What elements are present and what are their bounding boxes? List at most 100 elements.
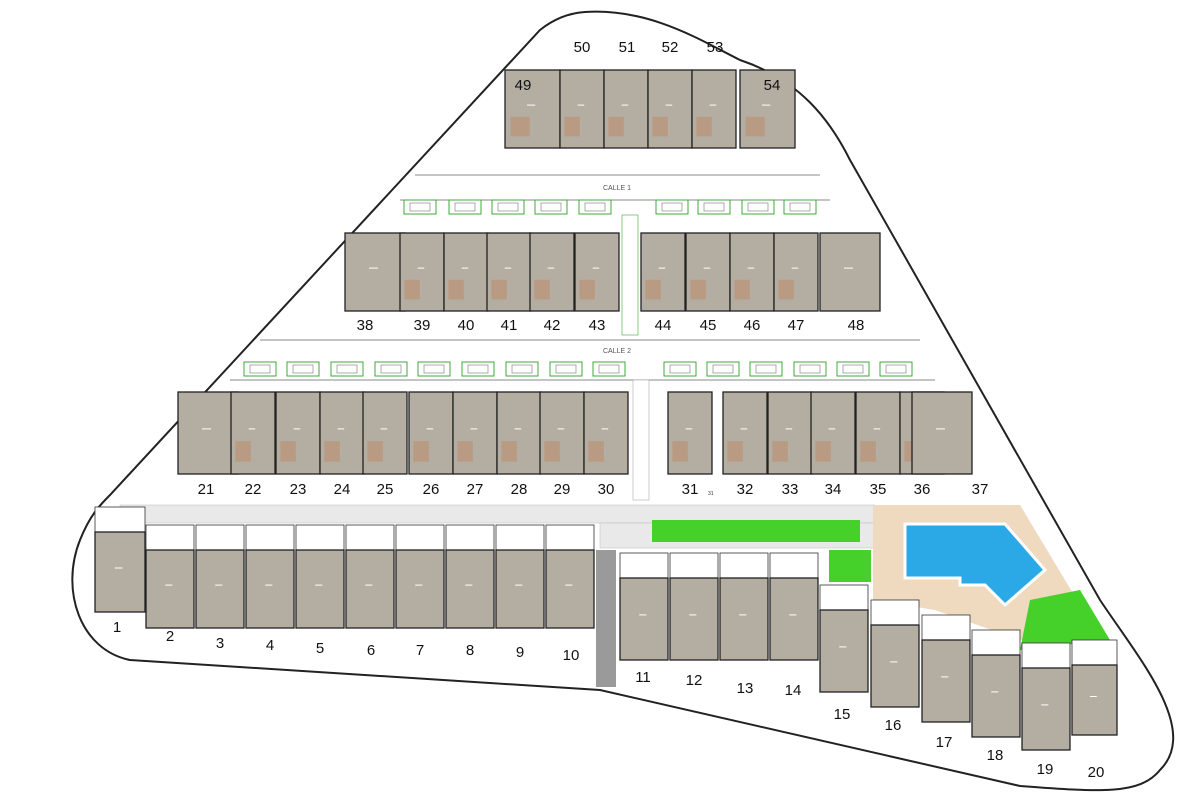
green-patch	[829, 550, 871, 582]
car-icon	[336, 364, 358, 374]
lot-number: 38	[357, 317, 374, 334]
car-icon	[380, 364, 402, 374]
parking-space	[697, 199, 731, 215]
building-footprint	[495, 549, 545, 629]
patio	[1021, 642, 1071, 669]
building-footprint	[345, 549, 395, 629]
lot-number: 13	[737, 680, 754, 697]
car-icon	[747, 202, 769, 212]
parking-space	[243, 361, 277, 377]
lot-number: 54	[764, 77, 781, 94]
building-footprint	[245, 549, 295, 629]
lot-number: 39	[414, 317, 431, 334]
lot-number: 6	[367, 642, 375, 659]
terrace	[413, 441, 429, 462]
patio	[395, 524, 445, 551]
lot-33: 33	[767, 391, 813, 498]
lot-20: 20	[1071, 664, 1118, 781]
parking-space	[783, 199, 817, 215]
terrace	[860, 441, 876, 462]
lot-30: 30	[583, 391, 629, 498]
lot-51: 51	[603, 39, 649, 149]
patio	[619, 552, 669, 579]
lot-37: 37	[911, 391, 989, 498]
building-footprint	[669, 577, 719, 661]
patio	[545, 524, 595, 551]
lot-4: 4	[245, 549, 295, 654]
lot-29: 29	[539, 391, 585, 498]
building-footprint	[1071, 664, 1118, 736]
terrace	[815, 441, 831, 462]
car-icon	[454, 202, 476, 212]
patio	[345, 524, 395, 551]
lot-14: 14	[769, 577, 819, 699]
lot-44: 44	[640, 232, 686, 334]
lot-39: 39	[399, 232, 445, 334]
lot-52: 52	[647, 39, 693, 149]
parking-space	[741, 199, 775, 215]
patio	[870, 599, 920, 626]
pedestrian-path	[632, 379, 650, 501]
patio	[921, 614, 971, 641]
building-footprint	[395, 549, 445, 629]
building-footprint	[619, 577, 669, 661]
lot-number: 37	[972, 481, 989, 498]
lot-number: 33	[782, 481, 799, 498]
lot-number: 30	[598, 481, 615, 498]
parking-space	[655, 199, 689, 215]
building-footprint	[819, 232, 881, 312]
car-icon	[755, 364, 777, 374]
lot-number: 26	[423, 481, 440, 498]
lot-number: 24	[334, 481, 351, 498]
building-footprint	[344, 232, 406, 312]
terrace	[448, 279, 464, 300]
lot-number: 50	[574, 39, 591, 56]
terrace	[544, 441, 560, 462]
patio	[971, 629, 1021, 656]
lot-31-sublabel: 31	[708, 491, 714, 497]
lot-15: 15	[819, 609, 869, 723]
terrace	[280, 441, 296, 462]
parking-space	[706, 361, 740, 377]
terrace	[652, 116, 668, 137]
car-icon	[467, 364, 489, 374]
lot-35: 35	[855, 391, 901, 498]
building-footprint	[971, 654, 1021, 738]
lot-42: 42	[529, 232, 575, 334]
lot-1: 1	[94, 531, 146, 636]
car-icon	[789, 202, 811, 212]
lot-25: 25	[362, 391, 408, 498]
lot-41: 41	[486, 232, 532, 334]
building-footprint	[921, 639, 971, 723]
terrace	[501, 441, 517, 462]
patio	[819, 584, 869, 611]
car-icon	[712, 364, 734, 374]
lot-9: 9	[495, 549, 545, 661]
car-icon	[799, 364, 821, 374]
lot-7: 7	[395, 549, 445, 659]
car-icon	[409, 202, 431, 212]
parking-space	[749, 361, 783, 377]
lot-13: 13	[719, 577, 769, 697]
car-icon	[292, 364, 314, 374]
terrace	[324, 441, 340, 462]
lot-27: 27	[452, 391, 498, 498]
lot-number: 46	[744, 317, 761, 334]
lot-number: 1	[113, 619, 121, 636]
patio	[445, 524, 495, 551]
lot-number: 51	[619, 39, 636, 56]
terrace	[772, 441, 788, 462]
lot-number: 8	[466, 642, 474, 659]
lot-43: 43	[574, 232, 620, 334]
lot-26: 26	[408, 391, 454, 498]
lot-number: 35	[870, 481, 887, 498]
patio	[295, 524, 345, 551]
parking-space	[461, 361, 495, 377]
lot-number: 48	[848, 317, 865, 334]
car-icon	[584, 202, 606, 212]
car-icon	[423, 364, 445, 374]
parking-space	[663, 361, 697, 377]
lot-54: 54	[739, 69, 796, 149]
lot-number: 19	[1037, 761, 1054, 778]
